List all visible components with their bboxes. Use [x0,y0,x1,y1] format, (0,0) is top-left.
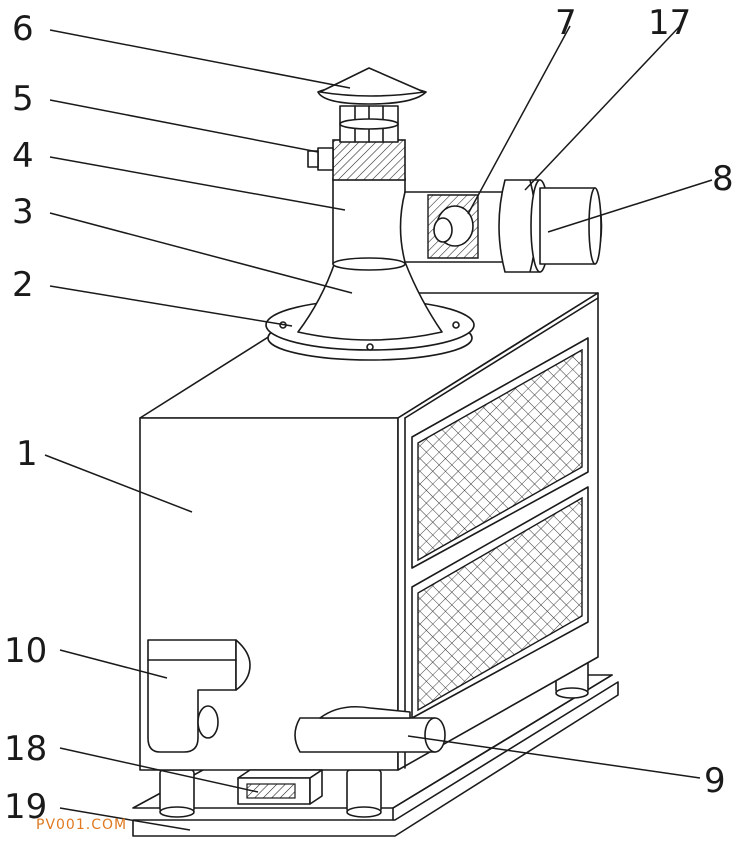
control-box [237,769,323,805]
label-10: 10 [4,631,47,671]
horizontal-outlet-tube [399,191,506,263]
label-3: 3 [12,192,34,232]
label-5: 5 [12,79,34,119]
collar-with-knob [307,139,406,181]
label-17: 17 [648,3,691,43]
side-outlet-pipe [147,639,251,753]
label-4: 4 [12,136,34,176]
vent-cap [317,67,427,143]
label-2: 2 [12,265,34,305]
mesh-filter-panels [411,337,589,719]
outlet-pipe-end [539,187,603,265]
vertical-column [332,177,406,271]
label-19: 19 [4,787,47,827]
leader-lines [44,25,713,831]
conical-hopper [297,261,443,341]
part-labels: 6 5 4 3 2 1 10 18 19 7 17 8 9 [4,3,734,827]
label-6: 6 [12,9,34,49]
label-9: 9 [704,761,726,801]
label-18: 18 [4,729,47,769]
bottom-pipe [294,705,446,753]
label-1: 1 [16,434,38,474]
label-8: 8 [712,159,734,199]
label-7: 7 [555,3,577,43]
watermark: PV001.COM [36,817,127,833]
